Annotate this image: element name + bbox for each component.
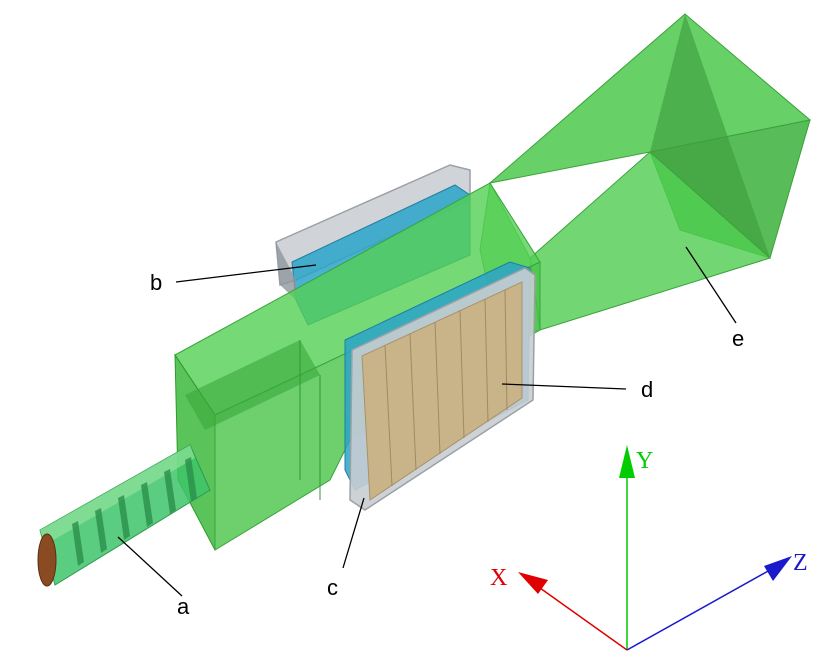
body-inner-step	[185, 340, 320, 430]
leader-c	[342, 497, 365, 569]
z-axis-arrow	[764, 556, 792, 581]
tube-copper-core	[37, 533, 57, 587]
leader-d	[501, 383, 627, 390]
label-b: b	[150, 270, 162, 295]
leader-e	[685, 246, 737, 324]
leader-b	[175, 264, 317, 283]
x-axis-line	[539, 587, 628, 651]
x-axis-label: X	[490, 565, 507, 591]
x-axis-arrow	[518, 572, 548, 594]
horn-inner-face	[650, 14, 770, 258]
label-d: d	[641, 377, 653, 402]
leader-a	[117, 536, 183, 597]
tube-fins	[72, 457, 197, 566]
label-a: a	[177, 594, 190, 619]
coordinate-axes: Y X Z	[490, 445, 808, 651]
horn-antenna	[479, 13, 812, 341]
front-panel	[344, 261, 536, 511]
front-panel-tan	[361, 281, 523, 501]
input-tube	[37, 444, 211, 587]
back-panel-shadow	[276, 242, 296, 300]
y-axis-label: Y	[636, 448, 653, 474]
annotations: a b c d e	[117, 246, 744, 619]
label-e: e	[732, 326, 744, 351]
tan-panel-stripes	[384, 289, 508, 487]
label-c: c	[327, 575, 338, 600]
tube-highlight	[40, 445, 195, 545]
y-axis-arrow	[619, 445, 635, 478]
z-axis-line	[626, 569, 771, 651]
z-axis-label: Z	[793, 550, 808, 576]
